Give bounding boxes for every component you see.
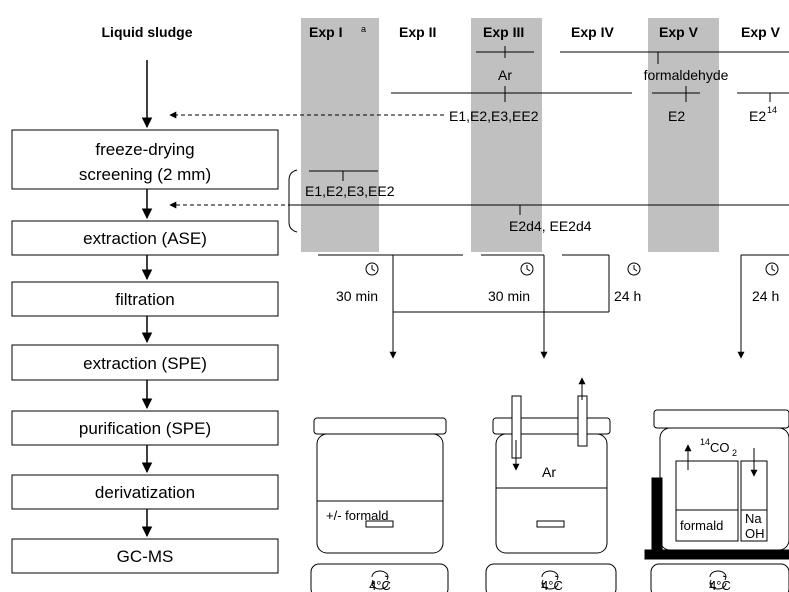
step-purification: purification (SPE)	[79, 419, 211, 438]
treatment-lines	[391, 46, 789, 102]
time-label-2: 30 min	[488, 288, 530, 304]
exp-header-1-sup: a	[361, 24, 366, 34]
vessel-1-label: +/- formald	[326, 508, 389, 523]
exp-header-4: Exp IV	[571, 24, 614, 40]
vessel-1	[310, 417, 449, 592]
exp-header-5: Exp V	[659, 24, 699, 40]
time-label-1: 30 min	[336, 288, 378, 304]
step-freeze-drying: freeze-drying	[95, 140, 194, 159]
spike-early-label: E1,E2,E3,EE2	[449, 108, 539, 124]
exp-header-3: Exp III	[483, 24, 524, 40]
time-label-3: 24 h	[614, 288, 641, 304]
exp-column-shade-3	[471, 18, 542, 252]
exp-column-shade-1	[301, 18, 379, 252]
temperature-label-1: 4°C	[369, 578, 391, 592]
clock-icon	[765, 262, 779, 276]
vessel-3-co2-sub: 2	[732, 448, 737, 458]
liquid-sludge-label: Liquid sludge	[102, 24, 193, 40]
vessel-2	[485, 377, 617, 592]
spike-e2-14-sup: 14	[767, 105, 777, 115]
vessel-2-gas: Ar	[542, 464, 556, 480]
clock-icon	[365, 262, 379, 276]
vessel-3	[644, 409, 789, 592]
stirrer-icon	[709, 570, 727, 590]
vessel-3-oh: OH	[745, 526, 765, 541]
step-screening: screening (2 mm)	[79, 165, 211, 184]
temperature-label-3: 4°C	[709, 578, 731, 592]
vessel-3-co2: CO	[710, 440, 730, 455]
temperature-label-2: 4°C	[541, 578, 563, 592]
deuterated-label: E2d4, EE2d4	[509, 218, 592, 234]
step-gc-ms: GC-MS	[117, 547, 174, 566]
gas-ar-label: Ar	[498, 67, 512, 83]
clock-icon	[520, 262, 534, 276]
step-boxes	[11, 129, 279, 574]
stirrer-icon	[371, 570, 389, 590]
stirrer-icon	[541, 570, 559, 590]
spike-e2-label: E2	[668, 108, 685, 124]
spike-late-label: E1,E2,E3,EE2	[305, 183, 395, 199]
exp-header-6: Exp V	[741, 24, 781, 40]
vessel-3-co2-sup: 14	[700, 437, 710, 447]
step-extraction-ase: extraction (ASE)	[83, 229, 207, 248]
step-derivatization: derivatization	[95, 483, 195, 502]
exp-column-shade-5	[648, 18, 719, 252]
step-filtration: filtration	[115, 290, 175, 309]
formaldehyde-label: formaldehyde	[644, 67, 729, 83]
clock-icon	[627, 262, 641, 276]
group-brace	[288, 169, 298, 233]
vessel-3-na: Na	[745, 511, 762, 526]
step-extraction-spe: extraction (SPE)	[83, 354, 207, 373]
vessel-3-formald: formald	[680, 518, 723, 533]
exp-header-1: Exp I	[309, 24, 342, 40]
time-brackets	[318, 254, 789, 359]
spike-e2-14-label: E2	[749, 108, 766, 124]
exp-header-2: Exp II	[399, 24, 436, 40]
time-label-4: 24 h	[752, 288, 779, 304]
